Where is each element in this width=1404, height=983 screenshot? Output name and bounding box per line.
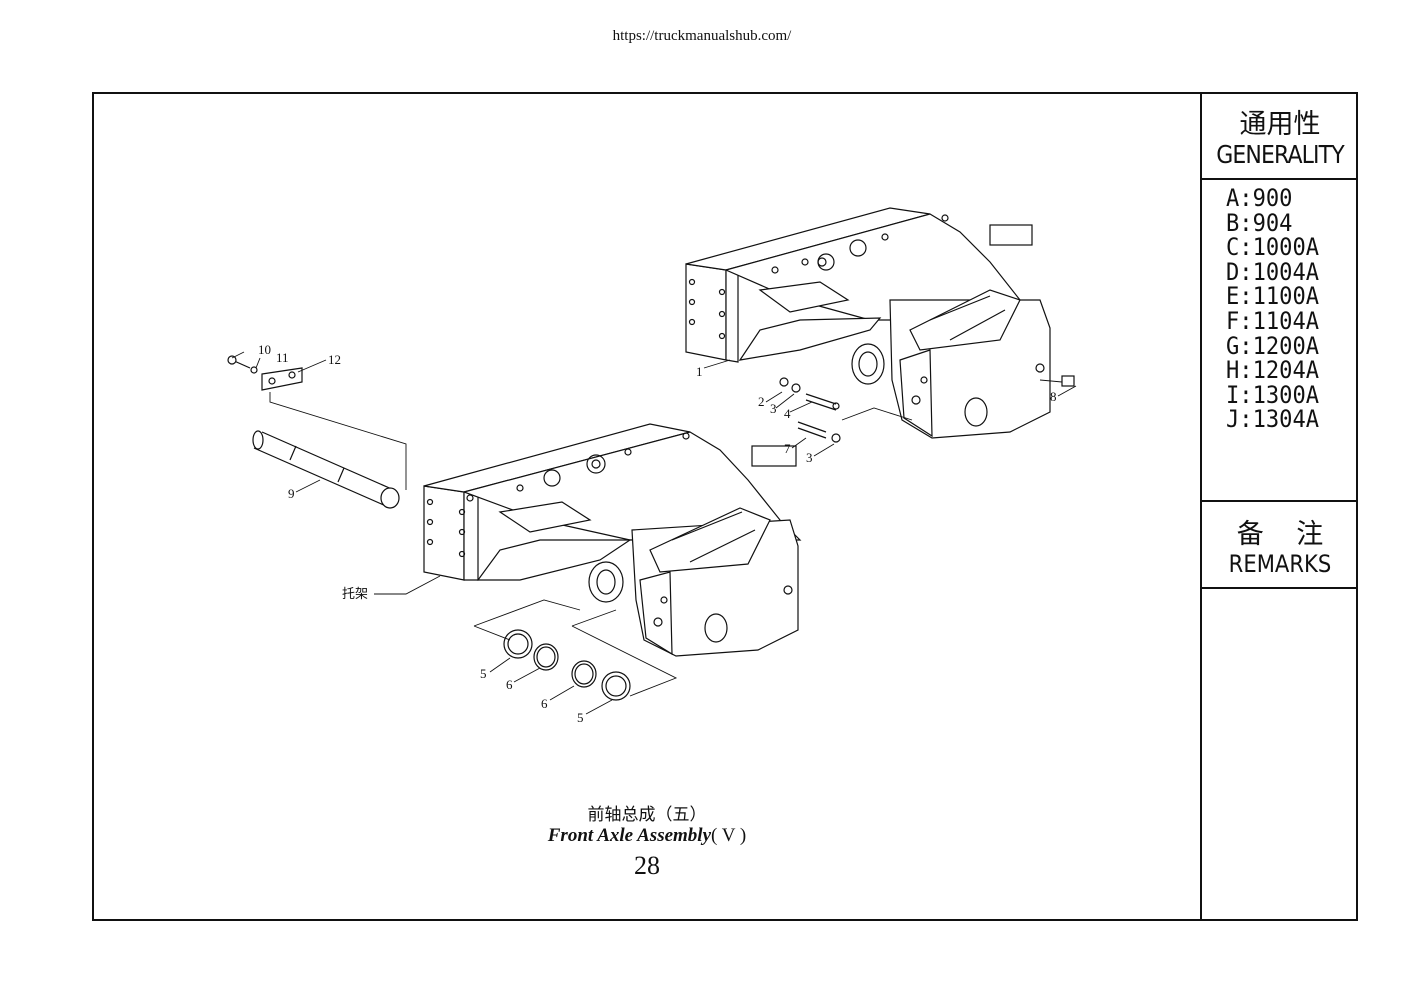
hardware-10-11-12	[227, 355, 303, 391]
callout-label: 10	[258, 342, 271, 357]
assembly-guide-lines	[269, 379, 1063, 697]
callout-label: 5	[480, 666, 487, 681]
callout-label: 1	[696, 364, 703, 379]
callout-labels: 1 2 3 4 7 3 8 10 11 12 9 托架 5 6 6 5	[258, 342, 1057, 725]
pin-illustration	[252, 430, 400, 509]
callout-label: 2	[758, 394, 765, 409]
generality-heading-en: GENERALITY	[1216, 140, 1344, 169]
callout-label: 9	[288, 486, 295, 501]
bracket-lower-illustration	[423, 423, 802, 657]
caption-title-cn: 前轴总成（五）	[587, 805, 707, 825]
callout-label: 5	[577, 710, 584, 725]
model-item: C:1000A	[1226, 233, 1320, 262]
model-item: B:904	[1226, 208, 1293, 237]
callout-label-bracket: 托架	[342, 587, 368, 602]
divider	[1202, 178, 1358, 180]
callout-label: 8	[1050, 389, 1057, 404]
model-item: D:1004A	[1226, 257, 1320, 286]
caption-title-en-main: Front Axle Assembly	[547, 825, 712, 846]
model-item: G:1200A	[1226, 331, 1320, 360]
caption-title-en: Front Axle Assembly( V )	[94, 825, 1200, 847]
callout-label: 3	[806, 450, 813, 465]
callout-label: 6	[541, 696, 548, 711]
callout-label: 3	[770, 401, 777, 416]
bracket-upper-illustration	[685, 207, 1051, 439]
caption-title-en-suffix: ( V )	[711, 825, 747, 846]
info-sidebar: 通用性 GENERALITY A:900 B:904 C:1000A D:100…	[1200, 92, 1358, 921]
model-item: A:900	[1226, 184, 1293, 212]
model-item: F:1104A	[1226, 306, 1320, 335]
washers-illustration	[503, 629, 631, 701]
divider	[1202, 500, 1358, 502]
callout-label: 4	[784, 406, 791, 421]
generality-heading-cn: 通用性	[1239, 109, 1321, 140]
fasteners-upper	[779, 375, 1075, 443]
exploded-parts-diagram: 1 2 3 4 7 3 8 10 11 12 9 托架 5 6 6 5	[227, 207, 1077, 725]
model-item: E:1100A	[1226, 282, 1320, 311]
callout-label: 7	[784, 441, 791, 456]
source-url[interactable]: https://truckmanualshub.com/	[612, 28, 792, 44]
callout-label: 6	[506, 677, 513, 692]
callout-label: 12	[328, 352, 341, 367]
remarks-heading-cn: 备 注	[1236, 519, 1336, 550]
divider	[1202, 587, 1358, 589]
model-item: J:1304A	[1226, 405, 1320, 434]
model-list: A:900 B:904 C:1000A D:1004A E:1100A F:11…	[1226, 186, 1319, 432]
page-number: 28	[634, 851, 660, 880]
leader-lines	[231, 351, 1077, 715]
drawing-frame	[92, 92, 1358, 921]
model-item: I:1300A	[1226, 380, 1320, 409]
callout-label: 11	[276, 350, 289, 365]
remarks-heading-en: REMARKS	[1228, 550, 1332, 578]
model-item: H:1204A	[1226, 356, 1320, 385]
